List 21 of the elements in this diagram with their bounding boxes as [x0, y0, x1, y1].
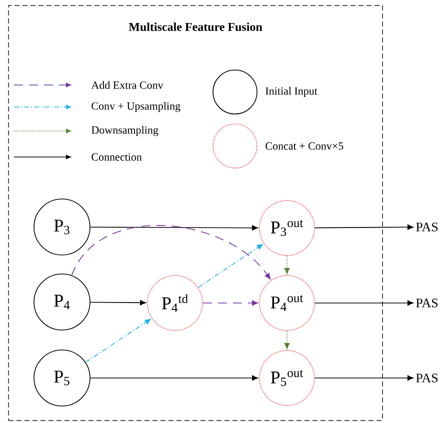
arrow — [71, 225, 271, 280]
output-label: PAS — [416, 222, 438, 232]
output-label: PAS — [416, 298, 438, 308]
arrow — [314, 300, 414, 306]
arrow — [90, 375, 258, 381]
arrow — [314, 375, 414, 381]
arrow — [284, 330, 290, 349]
legend-text: Concat + Conv×5 — [266, 142, 344, 150]
legend-text: Downsampling — [92, 126, 158, 136]
arrow — [90, 225, 258, 230]
legend-text: Conv + Upsampling — [92, 102, 180, 112]
output-label: PAS — [416, 374, 438, 382]
arrow — [85, 318, 151, 363]
arrow — [202, 300, 258, 306]
arrow — [198, 244, 263, 288]
legend-text: Add Extra Conv — [91, 81, 164, 89]
arrow — [90, 300, 146, 306]
arrow — [314, 224, 414, 230]
legend-text: Connection — [92, 153, 142, 161]
arrow — [284, 256, 290, 274]
legend-text: Initial Input — [266, 87, 318, 97]
